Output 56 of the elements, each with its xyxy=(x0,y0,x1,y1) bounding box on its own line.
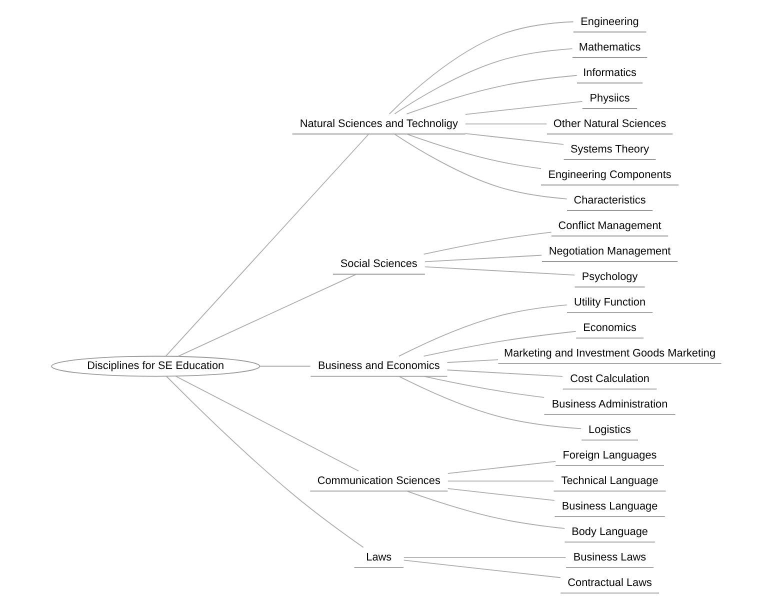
node-text: Physiics xyxy=(589,92,630,104)
connector xyxy=(464,101,582,115)
node-text: Marketing and Investment Goods Marketing xyxy=(503,347,716,360)
connector xyxy=(464,133,564,145)
connector xyxy=(174,376,359,472)
node-text: Informatics xyxy=(582,66,636,79)
connector xyxy=(388,21,574,114)
connector xyxy=(394,48,572,114)
connector xyxy=(422,376,544,398)
connector xyxy=(446,461,556,474)
node-text: Engineering xyxy=(580,16,638,28)
node-text: Laws xyxy=(366,551,392,564)
node-text: Social Sciences xyxy=(340,258,417,270)
connector xyxy=(406,134,541,170)
node-text: Systems Theory xyxy=(570,143,649,156)
node-text: Utility Function xyxy=(574,296,646,308)
node-text: Body Language xyxy=(571,526,648,538)
connector xyxy=(422,330,576,357)
connector xyxy=(165,376,364,548)
node-ellipse: Disciplines for SE Education xyxy=(50,356,260,377)
node-text: Business Language xyxy=(561,500,658,512)
node-text: Mathematics xyxy=(578,41,640,54)
node-text: Psychology xyxy=(581,270,638,283)
connector xyxy=(424,266,574,276)
node-text: Cost Calculation xyxy=(570,372,649,385)
node-text: Engineering Components xyxy=(548,168,671,181)
connector xyxy=(177,274,356,357)
node-text: Business Laws xyxy=(572,551,646,564)
connector xyxy=(446,488,554,501)
connector xyxy=(406,490,565,529)
connector xyxy=(258,366,310,367)
node-text: Other Natural Sciences xyxy=(552,118,666,130)
node-text: Contractual Laws xyxy=(567,576,652,589)
node-text: Conflict Management xyxy=(558,220,661,232)
connector xyxy=(398,304,567,357)
connector xyxy=(398,376,582,430)
node-text: Natural Sciences and Technoligy xyxy=(299,118,458,130)
connector xyxy=(394,134,567,200)
connector xyxy=(446,359,498,363)
connector xyxy=(424,254,542,262)
node-text: Business and Economics xyxy=(317,360,440,372)
connector xyxy=(406,74,577,114)
connector xyxy=(446,370,562,377)
connector xyxy=(422,232,552,255)
node-text: Negotiation Management xyxy=(548,245,670,258)
connector xyxy=(402,557,566,558)
node-text: Economics xyxy=(582,322,636,334)
node-text: Logistics xyxy=(588,424,630,436)
node-text: Characteristics xyxy=(573,194,646,206)
connector xyxy=(446,480,554,482)
connector xyxy=(402,560,560,578)
node-text: Business Administration xyxy=(551,398,668,410)
node-text: Communication Sciences xyxy=(316,474,440,487)
node-text: Foreign Languages xyxy=(562,449,656,462)
connector xyxy=(164,134,369,357)
node-text: Technical Language xyxy=(560,474,658,487)
